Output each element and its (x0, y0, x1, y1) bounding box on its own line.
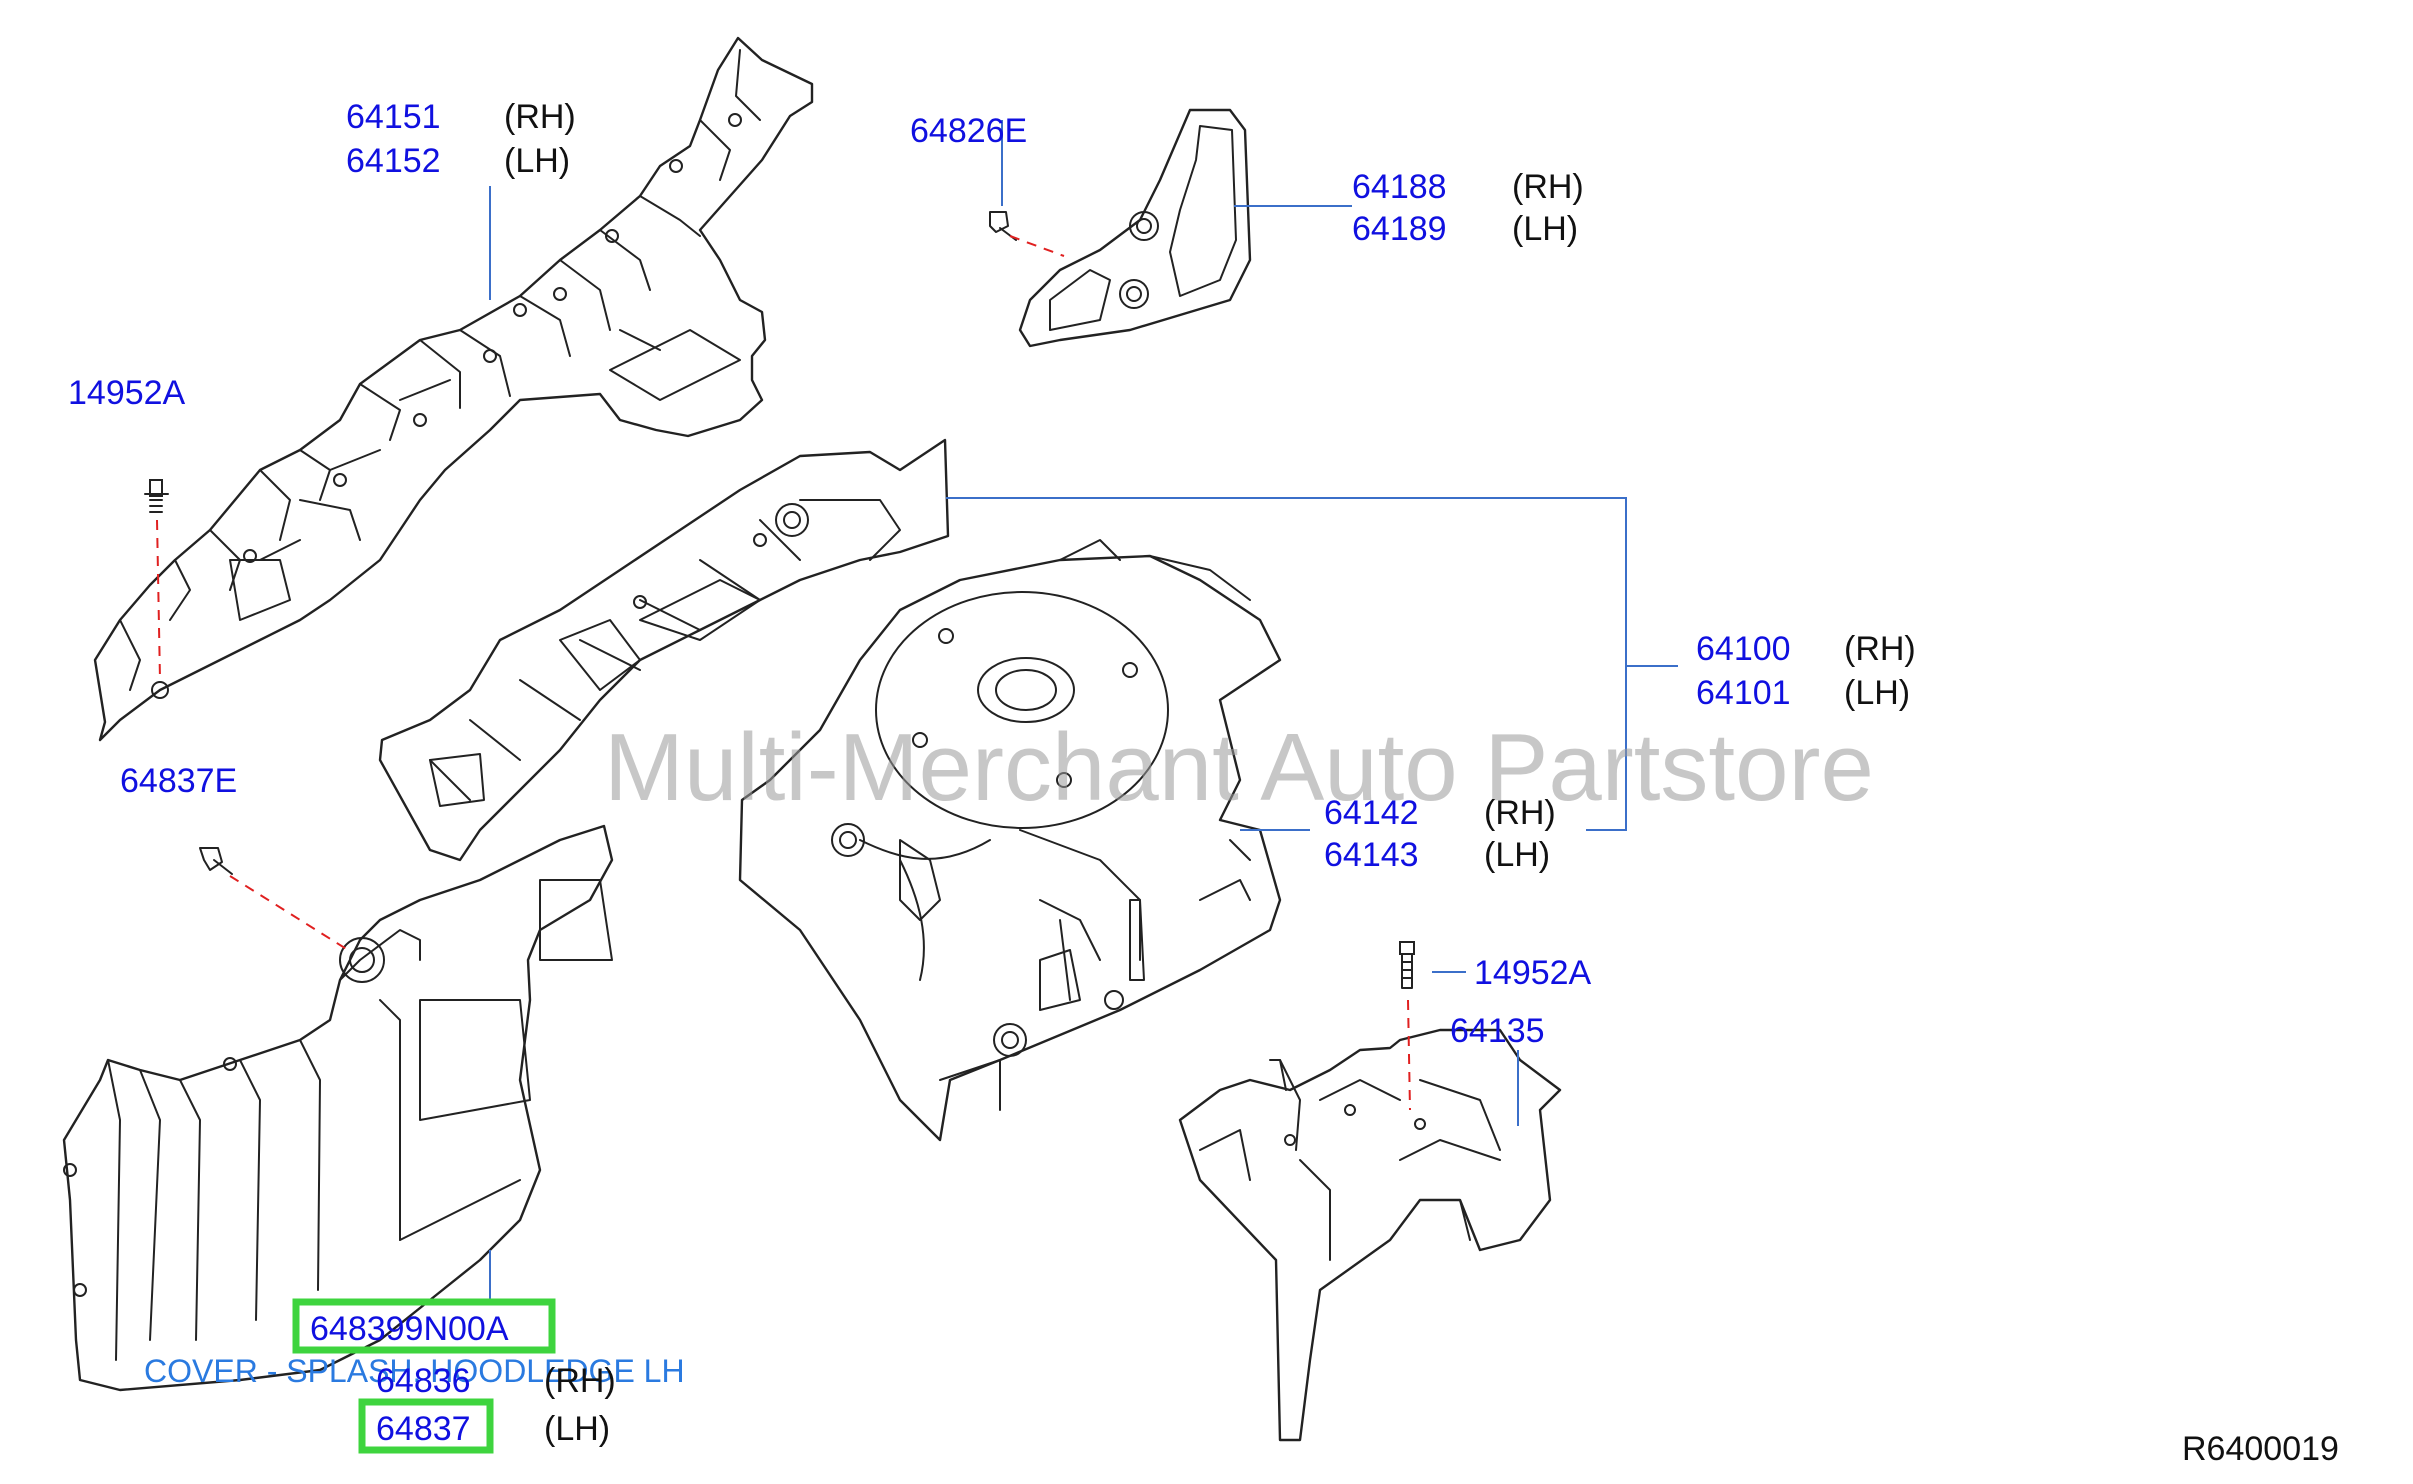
part-number-lh[interactable]: 64143 (1324, 836, 1419, 874)
part-number-rh[interactable]: 64151 (346, 98, 441, 136)
part-number-rh[interactable]: 64142 (1324, 794, 1419, 832)
reinforcement-part[interactable] (1018, 108, 1252, 348)
part-number[interactable]: 14952A (1474, 954, 1592, 992)
highlight-box-lh (358, 1398, 494, 1454)
part-number-rh[interactable]: 64188 (1352, 168, 1447, 206)
side-label-lh: (LH) (1512, 210, 1578, 248)
bolt-left-icon[interactable] (144, 479, 169, 513)
part-number-lh[interactable]: 64152 (346, 142, 441, 180)
watermark-text: Multi-Merchant Auto Partstore (604, 714, 1874, 821)
side-label-rh: (RH) (1844, 630, 1916, 668)
part-number-rh[interactable]: 64100 (1696, 630, 1791, 668)
highlight-box-oem (292, 1298, 556, 1354)
part-number[interactable]: 64826E (910, 112, 1027, 150)
callout-reinforcement: 64188 (RH) 64189 (LH) (1352, 168, 1584, 248)
part-description: COVER - SPLASH, HOODLEDGE LH (144, 1353, 685, 1389)
hood-ledge-upper-part[interactable] (93, 36, 814, 742)
callout-splash-cover: COVER - SPLASH, HOODLEDGE LH 64836 (RH) … (144, 1298, 685, 1454)
side-label-lh: (LH) (504, 142, 570, 180)
part-number[interactable]: 14952A (68, 374, 186, 412)
side-label-rh: (RH) (1512, 168, 1584, 206)
part-number[interactable]: 64135 (1450, 1012, 1545, 1050)
callout-support-bracket: 64135 (1450, 1012, 1545, 1050)
side-label-rh: (RH) (1484, 794, 1556, 832)
part-number-lh[interactable]: 64101 (1696, 674, 1791, 712)
side-label-rh: (RH) (504, 98, 576, 136)
part-number-rh[interactable]: 64836 (376, 1362, 471, 1400)
callout-bolt-right: 14952A (1474, 954, 1592, 992)
side-label-lh: (LH) (1484, 836, 1550, 874)
callout-bracket-top: 64826E (910, 112, 1027, 150)
splash-cover-part[interactable] (62, 824, 614, 1392)
part-number-lh[interactable]: 64189 (1352, 210, 1447, 248)
callout-hood-ledge-upper: 64151 (RH) 64152 (LH) (346, 98, 576, 180)
hoodledge-assy-part[interactable] (378, 438, 950, 862)
bolt-right-icon[interactable] (1399, 941, 1415, 989)
diagram-reference-code: R6400019 (2182, 1430, 2339, 1468)
part-number-oem[interactable]: 648399N00A (310, 1310, 509, 1348)
side-label-lh: (LH) (1844, 674, 1910, 712)
wheelhouse-part[interactable] (738, 539, 1282, 1142)
callout-hoodledge-assy: 64100 (RH) 64101 (LH) (1696, 630, 1916, 712)
clip-left-icon[interactable] (199, 847, 233, 875)
support-bracket-part[interactable] (1178, 1028, 1562, 1442)
part-number-lh[interactable]: 64837 (376, 1410, 471, 1448)
side-label-rh: (RH) (544, 1362, 616, 1400)
callout-clip-left: 64837E (120, 762, 237, 800)
part-number[interactable]: 64837E (120, 762, 237, 800)
side-label-lh: (LH) (544, 1410, 610, 1448)
callout-wheelhouse: 64142 (RH) 64143 (LH) (1324, 794, 1556, 874)
callout-bolt-left: 14952A (68, 374, 186, 412)
